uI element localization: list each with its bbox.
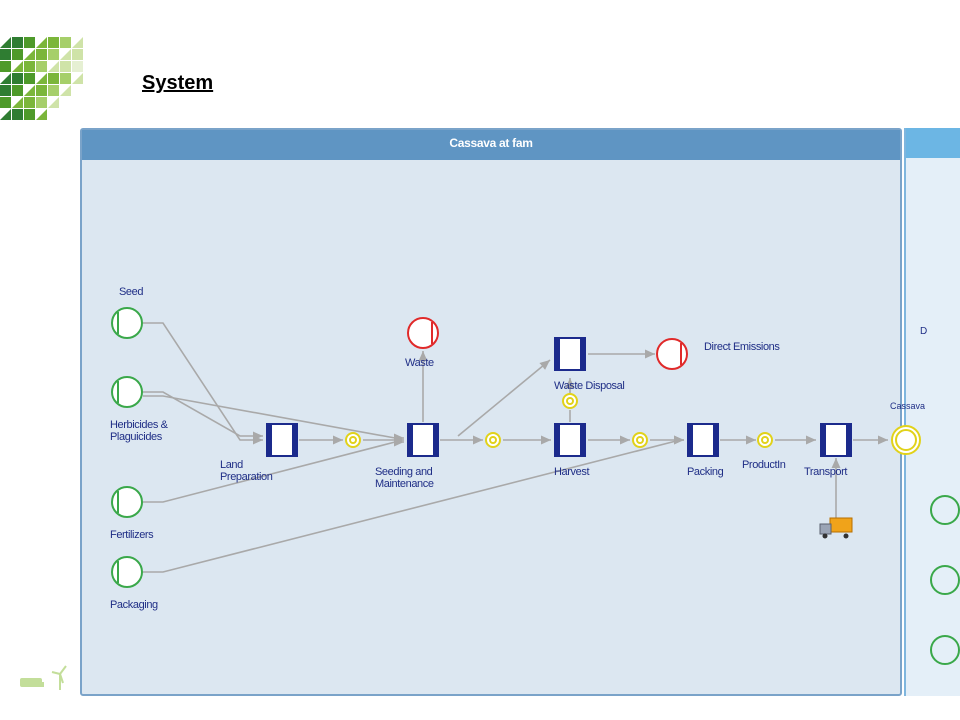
logo-tile [12,85,23,96]
process-box-harvest [554,423,586,457]
logo-tile [60,73,71,84]
logo-tile [0,85,11,96]
logo-tile [60,85,71,96]
logo-tile [0,61,11,72]
logo-tile [24,85,35,96]
truck-icon [819,517,853,539]
logo-tile [36,61,47,72]
output-label-waste: Waste [405,357,434,369]
process-box-transport [820,423,852,457]
logo-mosaic [0,37,83,120]
logo-tile [0,37,11,48]
process-label-waste-disposal: Waste Disposal [554,380,625,392]
logo-tile [72,61,83,72]
input-node-herbicides [111,376,143,408]
connector-herbicides-land [143,391,263,441]
input-label-packaging: Packaging [110,599,158,611]
process-label-land-preparation: Land Preparation [220,459,273,483]
logo-tile [48,37,59,48]
input-label-herbicides: Herbicides & Plaguicides [110,419,168,443]
partial-input-node-3 [930,635,960,665]
logo-tile [48,85,59,96]
logo-tile [0,73,11,84]
logo-tile [24,73,35,84]
logo-tile [48,73,59,84]
logo-tile [72,73,83,84]
logo-tile [12,49,23,60]
adjacent-panel [904,128,960,696]
process-box-land-preparation [266,423,298,457]
logo-tile [72,37,83,48]
logo-tile [24,37,35,48]
logo-tile [12,109,23,120]
logo-tile [12,97,23,108]
footer-icons [20,665,67,690]
logo-tile [0,97,11,108]
process-label-transport: Transport [804,466,848,478]
process-label-harvest: Harvest [554,466,590,478]
logo-tile [12,37,23,48]
logo-tile [60,49,71,60]
logo-tile [12,73,23,84]
output-label-direct-emissions: Direct Emissions [704,341,780,353]
flow-node-2 [485,432,501,448]
logo-tile [48,97,59,108]
flow-label-productin: ProductIn [742,459,786,471]
process-box-seeding-maintenance [407,423,439,457]
logo-tile [72,49,83,60]
flow-node-3 [562,393,578,409]
logo-tile [36,85,47,96]
logo-tile [36,37,47,48]
input-label-seed: Seed [119,286,144,298]
process-label-packing: Packing [687,466,724,478]
logo-tile [24,97,35,108]
process-box-waste-disposal [554,337,586,371]
logo-tile [36,73,47,84]
logo-tile [48,49,59,60]
cassava-farm-panel: Cassava at fam [80,128,902,696]
adjacent-panel-fragment-d: D [920,326,928,337]
connector-seeding-wastedisposal [457,359,551,437]
output-node-waste [407,317,439,349]
logo-tile [12,61,23,72]
input-node-fertilizers [111,486,143,518]
logo-tile [0,109,11,120]
adjacent-panel-header [906,128,960,158]
logo-tile [24,109,35,120]
logo-tile [60,61,71,72]
process-label-seeding-maintenance: Seeding and Maintenance [375,466,434,490]
flow-node-productin [757,432,773,448]
input-node-seed [111,307,143,339]
slide-title: System [142,72,214,94]
logo-tile [48,61,59,72]
panel-title: Cassava at fam [82,130,900,160]
partial-input-node-2 [930,565,960,595]
output-node-direct-emissions [656,338,688,370]
cassava-output-label: Cassava [890,401,926,411]
logo-tile [60,37,71,48]
input-node-packaging [111,556,143,588]
logo-tile [36,49,47,60]
flow-node-1 [345,432,361,448]
process-box-packing [687,423,719,457]
logo-tile [24,49,35,60]
partial-input-node-1 [930,495,960,525]
logo-tile [0,49,11,60]
flow-node-4 [632,432,648,448]
connector-seed-land [143,322,263,445]
flow-node-cassava [891,425,921,455]
logo-tile [24,61,35,72]
logo-tile [36,97,47,108]
logo-tile [36,109,47,120]
footer-wind-turbine-icon [51,665,67,690]
input-label-fertilizers: Fertilizers [110,529,154,541]
